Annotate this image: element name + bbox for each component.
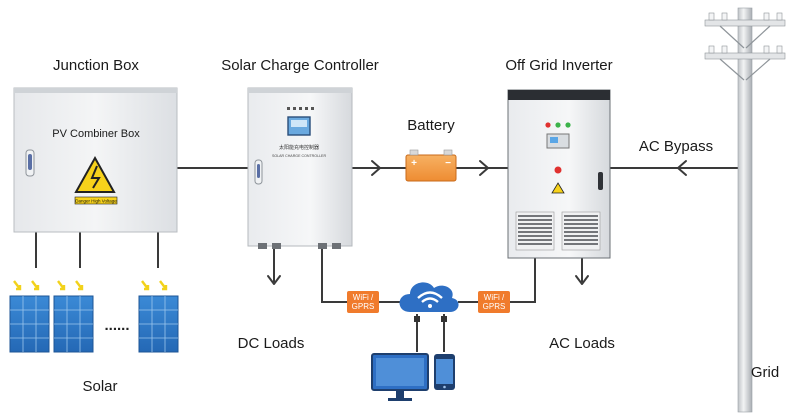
wifi-right-line2: GPRS: [483, 302, 506, 311]
wifi-gprs-badge-left: WiFi / GPRS: [347, 291, 379, 313]
danger-label: Danger High Voltage: [75, 199, 117, 204]
battery-label: Battery: [407, 117, 455, 134]
solar-array: ......: [9, 280, 179, 353]
pv-combiner-box: PV Combiner Box Danger High Voltage: [13, 87, 178, 233]
warning-icon: [74, 155, 116, 193]
junction-box-title: Junction Box: [53, 57, 139, 74]
solar-panel: [9, 295, 50, 353]
grid-label: Grid: [751, 364, 779, 381]
power-pole-icon: [704, 7, 786, 413]
solar-panel: [138, 295, 179, 353]
battery: + −: [405, 149, 457, 182]
inverter-title: Off Grid Inverter: [505, 57, 612, 74]
ac-bypass-label: AC Bypass: [639, 138, 713, 155]
wiring: [35, 160, 742, 352]
controller-en-label: SOLAR CHARGE CONTROLLER: [272, 154, 327, 158]
ac-loads-label: AC Loads: [549, 335, 615, 352]
monitor-icon: [371, 353, 429, 401]
wifi-left-line1: WiFi /: [353, 293, 374, 302]
svg-text:−: −: [445, 158, 451, 169]
panel-ellipsis: ......: [104, 317, 129, 334]
inverter-vent: [515, 211, 601, 251]
inverter-power-button: [554, 166, 562, 174]
cloud-wifi-icon: [399, 282, 459, 312]
combiner-label: PV Combiner Box: [52, 128, 140, 140]
controller-cn-label: 太阳能充电控制器: [279, 144, 319, 151]
wifi-left-line2: GPRS: [352, 302, 375, 311]
svg-text:+: +: [411, 158, 417, 169]
wifi-right-line1: WiFi /: [484, 293, 505, 302]
dc-loads-label: DC Loads: [238, 335, 305, 352]
phone-icon: [434, 354, 455, 390]
solar-panel: [53, 295, 94, 353]
off-grid-inverter: [507, 89, 611, 259]
wifi-gprs-badge-right: WiFi / GPRS: [478, 291, 510, 313]
charge-controller: 太阳能充电控制器 SOLAR CHARGE CONTROLLER: [247, 87, 353, 249]
solar-label: Solar: [82, 378, 117, 395]
sun-ray-icon: [13, 280, 168, 291]
charge-controller-title: Solar Charge Controller: [221, 57, 379, 74]
inverter-warning-icon: [551, 182, 565, 194]
